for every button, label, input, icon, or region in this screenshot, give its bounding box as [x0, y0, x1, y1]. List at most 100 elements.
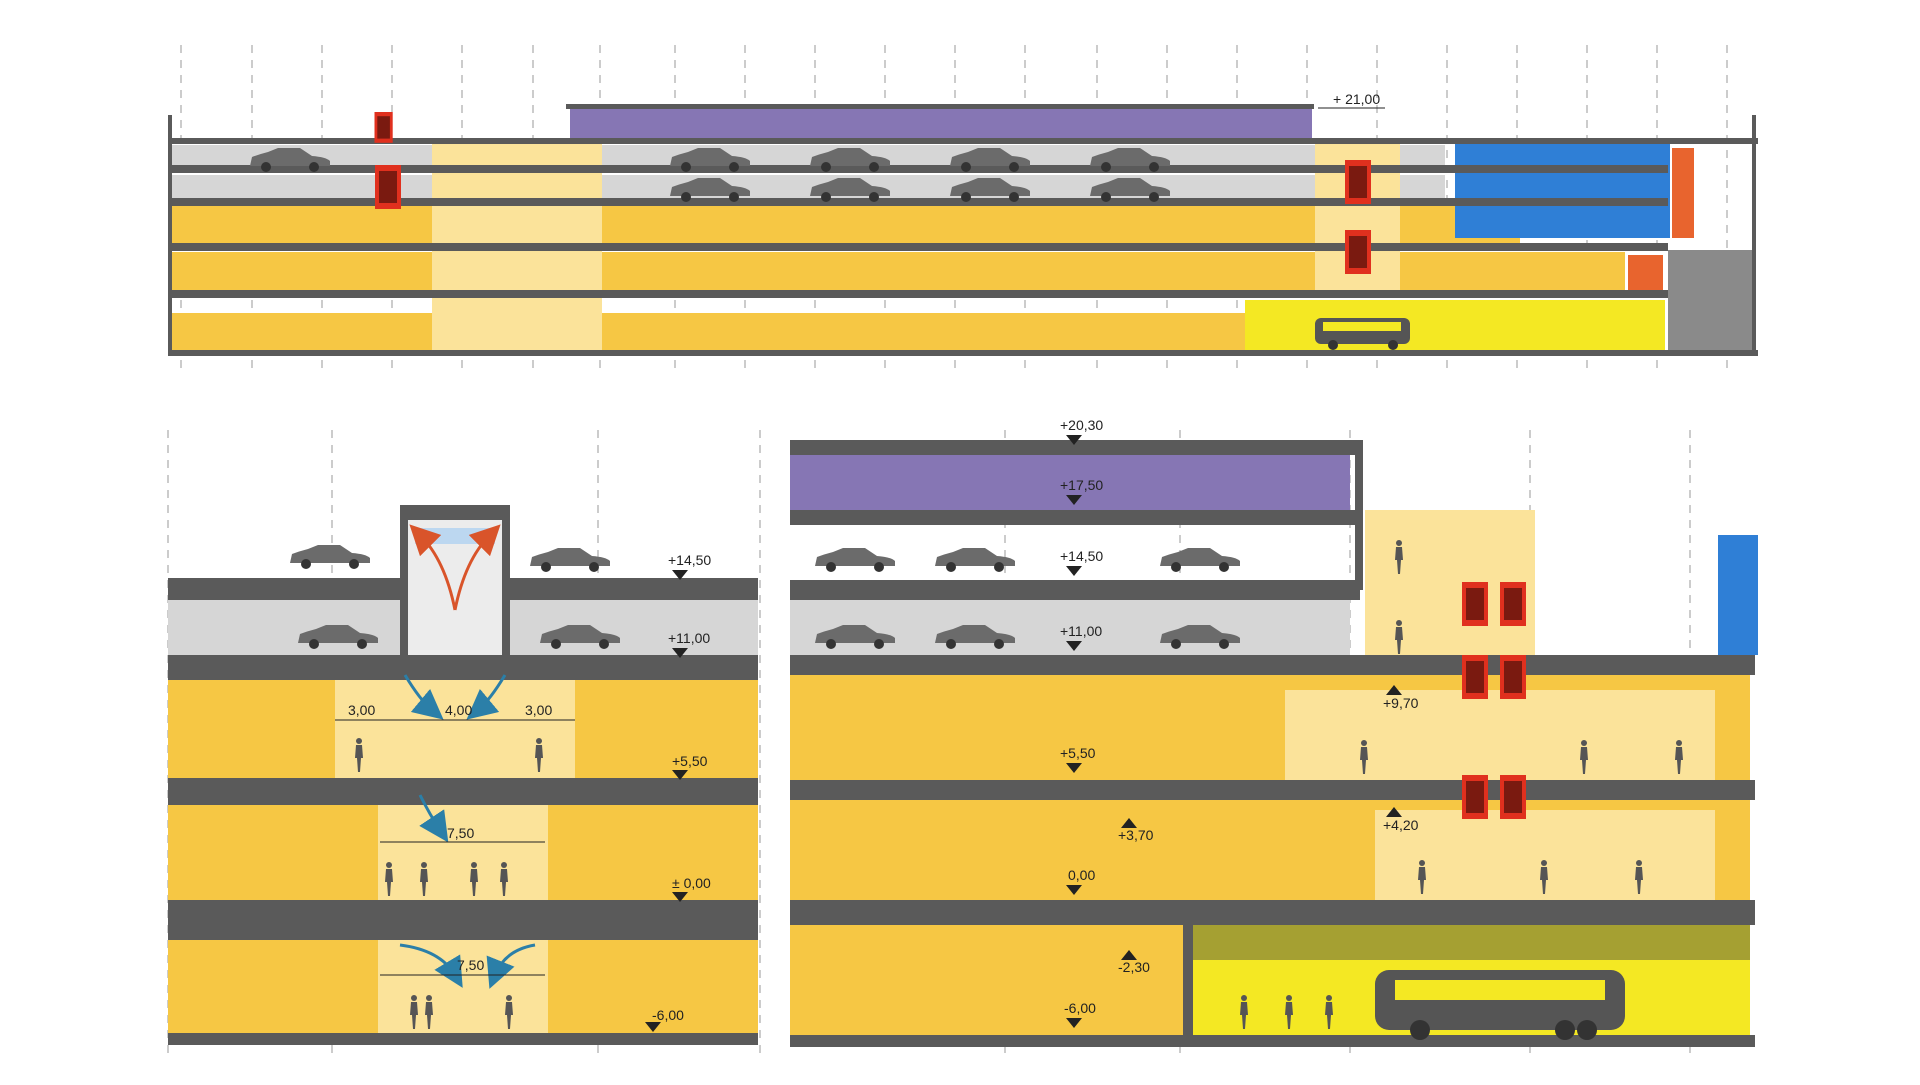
dimension-label: 7,50	[447, 825, 474, 841]
left-void-mid	[378, 805, 548, 900]
escalator-icon	[1462, 582, 1488, 626]
left-void-top	[335, 678, 575, 778]
right-mid-level-label: -2,30	[1118, 959, 1150, 975]
bus-icon	[1375, 970, 1625, 1040]
top-retail-floor-2	[170, 205, 1520, 245]
level-marker	[645, 1022, 661, 1032]
right-level-label: +11,00	[1060, 623, 1102, 639]
right-slab-11	[790, 655, 1755, 675]
top-retail-floor-0	[170, 313, 1245, 353]
car-icon	[815, 548, 895, 572]
left-skylight-roof	[400, 505, 510, 520]
light-down-arrow	[403, 674, 444, 720]
level-marker	[1066, 641, 1082, 651]
top-parking-deck-lower	[170, 175, 1445, 200]
left-level-label: -6,00	[652, 1007, 684, 1023]
left-skylight-wall-r	[502, 505, 510, 655]
light-down-arrow	[418, 794, 449, 843]
level-marker	[1066, 435, 1082, 445]
left-slab-14-50-b	[507, 578, 758, 600]
top-slab-base	[168, 350, 1758, 356]
top-section: + 21,00	[168, 45, 1758, 375]
dimension-label: 4,00	[445, 702, 472, 718]
right-stair-wall	[1355, 440, 1363, 590]
right-slab-0-00	[790, 900, 1755, 925]
top-cinema	[1455, 138, 1670, 238]
right-terminal-wall	[1183, 915, 1193, 1045]
escalator-icon	[1500, 655, 1526, 699]
right-atrium-level-label: +9,70	[1383, 695, 1419, 711]
top-slab-roof	[168, 138, 1758, 144]
top-slab-4	[168, 290, 1668, 298]
light-down-arrow	[486, 943, 536, 989]
car-icon	[290, 545, 370, 569]
top-red-core	[1672, 148, 1694, 238]
level-marker	[1121, 950, 1137, 960]
right-level-label: 0,00	[1068, 867, 1095, 883]
top-slab-2	[168, 198, 1668, 206]
light-down-arrow	[399, 943, 463, 988]
bus-icon	[1315, 318, 1410, 350]
top-wall-right	[1752, 115, 1756, 355]
escalator-icon	[374, 112, 393, 143]
car-icon	[935, 548, 1015, 572]
left-level-label: +5,50	[672, 753, 708, 769]
right-retail-minus-6	[790, 925, 1190, 1035]
level-marker	[672, 770, 688, 780]
top-retail-floor-1	[170, 252, 1625, 292]
level-marker	[672, 892, 688, 902]
left-level-label: +14,50	[668, 552, 711, 568]
level-marker	[1066, 566, 1082, 576]
level-marker	[1066, 495, 1082, 505]
right-level-label: +20,30	[1060, 417, 1103, 433]
escalator-icon	[1345, 160, 1371, 204]
top-service-bay	[1668, 250, 1756, 350]
car-icon	[1160, 548, 1240, 572]
dimension-label: 3,00	[348, 702, 375, 718]
left-skylight-wall-l	[400, 505, 408, 655]
level-marker	[1386, 807, 1402, 817]
right-slab-20-30	[790, 440, 1360, 455]
dimension-label: 3,00	[525, 702, 552, 718]
escalator-icon	[1345, 230, 1371, 274]
escalator-icon	[1462, 775, 1488, 819]
top-red-room	[1628, 255, 1663, 290]
level-marker	[1066, 763, 1082, 773]
right-slab-minus-6	[790, 1035, 1755, 1047]
left-level-label: +11,00	[668, 630, 710, 646]
left-slab-11	[168, 655, 758, 680]
top-slab-3	[168, 243, 1668, 251]
level-marker	[1066, 1018, 1082, 1028]
level-marker	[1066, 885, 1082, 895]
right-level-label: +17,50	[1060, 477, 1103, 493]
left-slab-minus-6	[168, 1033, 758, 1045]
left-section: +14,50 +11,00 +5,50 ± 0,00 -6,00 3,00 4,…	[167, 430, 761, 1060]
top-wall-left	[168, 115, 172, 355]
right-roof-hall	[790, 455, 1350, 510]
left-slab-14-50-a	[168, 578, 403, 600]
airflow-up-arrow-left	[409, 524, 457, 611]
escalator-icon	[1500, 582, 1526, 626]
escalator-icon	[375, 165, 401, 209]
right-atrium-level-label: +4,20	[1383, 817, 1419, 833]
right-level-label: +5,50	[1060, 745, 1096, 761]
escalator-icon	[1500, 775, 1526, 819]
dimension-label: 7,50	[457, 957, 484, 973]
right-section: +20,30 +17,50 +14,50 +11,00 +5,50 0,00 -…	[790, 417, 1758, 1060]
top-parking-deck-upper	[170, 145, 1445, 165]
top-roof-edge	[566, 104, 1314, 109]
top-roof-hall	[570, 108, 1312, 138]
right-level-label: -6,00	[1064, 1000, 1096, 1016]
top-slab-1	[168, 165, 1668, 173]
left-level-label: ± 0,00	[672, 875, 711, 891]
level-marker	[1121, 818, 1137, 828]
top-bus-terminal	[1245, 300, 1665, 350]
light-down-arrow	[466, 674, 507, 720]
level-marker	[672, 648, 688, 658]
escalator-icon	[1462, 655, 1488, 699]
right-bus-canopy	[1190, 920, 1750, 960]
right-slab-5-50	[790, 780, 1755, 800]
airflow-up-arrow-right	[453, 524, 501, 611]
